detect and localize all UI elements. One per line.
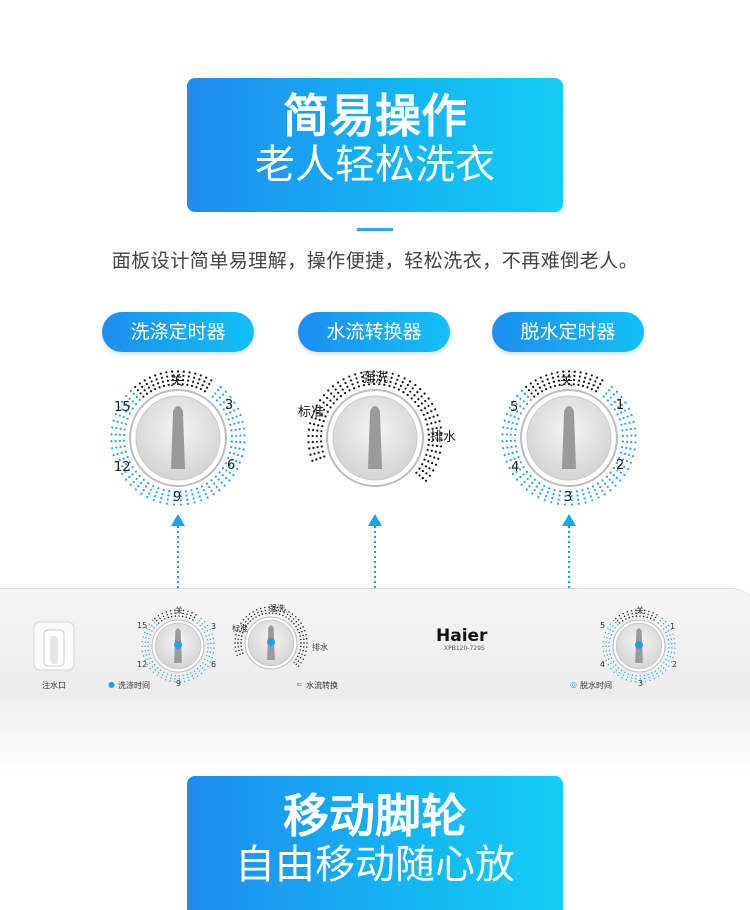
divider-dash [357, 228, 393, 231]
dial-label: 4 [511, 460, 520, 475]
panel-label: 标准 [232, 624, 248, 633]
panel-label: 关 [175, 606, 183, 615]
flow-switch-label: 水流转换 [306, 681, 338, 690]
panel-label: 强洗 [269, 604, 285, 613]
flow-switch-dial [307, 370, 443, 487]
spin-timer-dial [501, 370, 637, 506]
dial-label: 强洗 [362, 371, 389, 386]
water-drop-icon: ● [108, 680, 115, 689]
pill-wash-timer: 洗涤定时器 [102, 312, 254, 352]
dial-label: 9 [173, 490, 182, 505]
dial-label: 3 [564, 490, 573, 505]
panel-label: 15 [137, 621, 148, 630]
panel-label: 关 [636, 606, 644, 615]
dial-label: 标准 [298, 405, 325, 420]
dial-label: 关 [560, 374, 574, 389]
brand-logo: Haier [436, 626, 488, 646]
pill-spin-timer: 脱水定时器 [492, 312, 644, 352]
panel-label: 3 [211, 622, 217, 631]
panel-label: 5 [600, 621, 606, 630]
panel-label: 4 [600, 660, 606, 669]
panel-label: 9 [176, 679, 182, 688]
dial-label: 12 [114, 460, 131, 475]
dial-label: 排水 [430, 430, 457, 445]
panel-spin-knob[interactable] [602, 609, 676, 683]
panel-flow-knob[interactable] [234, 606, 308, 670]
dial-label: 1 [616, 398, 625, 413]
wash-timer-dial [110, 370, 246, 506]
panel-label: 2 [672, 660, 678, 669]
banner-subtitle: 老人轻松洗衣 [255, 142, 495, 188]
banner-subtitle: 自由移动随心放 [235, 842, 515, 888]
dial-label: 15 [114, 400, 131, 415]
top-banner: 简易操作 老人轻松洗衣 [187, 78, 563, 212]
flow-icon: ≈ [296, 680, 303, 689]
arrow-up-icon [171, 514, 185, 526]
panel-label: 排水 [312, 643, 328, 652]
panel-label: 12 [137, 660, 148, 669]
dial-label: 3 [225, 398, 234, 413]
machine-shadow [0, 696, 750, 776]
spin-time-label: 脱水时间 [580, 681, 612, 690]
banner-title: 移动脚轮 [283, 789, 467, 843]
dial-label: 5 [510, 400, 519, 415]
water-inlet-icon [33, 621, 75, 671]
arrow-up-icon [368, 514, 382, 526]
description-text: 面板设计简单易理解，操作便捷，轻松洗衣，不再难倒老人。 [111, 250, 639, 272]
panel-wash-knob[interactable] [141, 609, 215, 683]
dial-label: 6 [227, 458, 236, 473]
panel-label: 6 [211, 660, 217, 669]
dial-label: 关 [170, 374, 184, 389]
banner-title: 简易操作 [283, 89, 467, 143]
connector-line [271, 526, 376, 635]
panel-label: 1 [670, 622, 676, 631]
inlet-label: 注水口 [42, 681, 66, 690]
pill-flow-switch: 水流转换器 [298, 312, 450, 352]
bottom-banner: 移动脚轮 自由移动随心放 [187, 776, 563, 910]
model-number: XPB120-729S [444, 645, 485, 652]
dial-label: 2 [616, 458, 625, 473]
wash-time-label: 洗涤时间 [118, 681, 150, 690]
arrow-up-icon [562, 514, 576, 526]
panel-label: 3 [638, 679, 644, 688]
spin-icon: ◎ [570, 680, 577, 689]
